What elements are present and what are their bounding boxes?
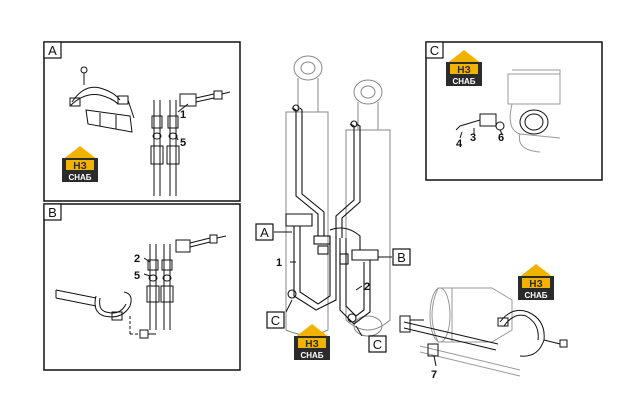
panel-c-part-3: 3 (470, 132, 476, 144)
panel-c-part-6: 6 (498, 132, 504, 144)
main-logo: НЗ СНАБ (294, 324, 330, 360)
detail-part-7: 7 (431, 369, 437, 381)
panel-b-frame (43, 203, 241, 371)
callout-c-right-letter: C (373, 337, 382, 352)
left-cylinder (285, 55, 329, 336)
panel-b-part-5: 5 (134, 270, 140, 282)
panel-c-part-4: 4 (456, 138, 463, 150)
panel-a-letter-box (43, 41, 62, 59)
main-logo-bottom: СНАБ (300, 351, 323, 360)
panel-c-letter: C (430, 43, 439, 58)
panel-b-letter-box (43, 203, 62, 221)
panel-b-letter: B (48, 205, 57, 220)
panel-c: C 4 3 6 НЗ СНАБ (425, 41, 603, 181)
panel-b: B (43, 203, 241, 371)
callout-b: B (392, 248, 411, 266)
callout-a-letter: A (260, 225, 269, 240)
callout-c-right: C (368, 335, 387, 353)
callout-a: A (255, 223, 274, 241)
right-hose-pipes (329, 120, 379, 325)
leader-c-left (285, 299, 293, 313)
left-hose-pipes (285, 104, 337, 311)
callout-c-left-letter: C (271, 313, 280, 328)
panel-a-letter: A (48, 43, 57, 58)
callout-c-left: C (266, 311, 285, 329)
panel-a-clamp (69, 66, 231, 196)
panel-b-part-2: 2 (134, 253, 140, 265)
detail-logo: НЗ СНАБ (518, 264, 554, 300)
panel-a-logo-bottom: СНАБ (68, 173, 91, 182)
leader-2 (355, 285, 363, 291)
panel-a-logo-top: НЗ (73, 161, 87, 172)
panel-a-logo: НЗ СНАБ (62, 146, 98, 182)
detail-cylinder (429, 287, 513, 343)
main-part-1: 1 (276, 257, 282, 269)
leader-c-right (355, 325, 363, 337)
detail-logo-bottom: СНАБ (524, 291, 547, 300)
detail-clamp-ring (499, 309, 545, 357)
main-part-2: 2 (364, 281, 370, 293)
panel-a: A (43, 41, 241, 202)
lower-right-detail (399, 287, 568, 377)
panel-c-logo: НЗ СНАБ (446, 50, 482, 86)
detail-logo-top: НЗ (529, 279, 543, 290)
right-cylinder (345, 79, 391, 337)
panel-a-part-5: 5 (180, 137, 186, 149)
panel-c-letter-box (425, 41, 444, 59)
panel-b-clamp (55, 234, 227, 339)
callout-b-letter: B (397, 250, 406, 265)
panel-c-logo-bottom: СНАБ (452, 77, 475, 86)
panel-c-logo-top: НЗ (457, 65, 471, 76)
panel-c-cylinder-eye (455, 69, 561, 153)
panel-a-part-1: 1 (180, 109, 186, 121)
main-logo-top: НЗ (305, 339, 319, 350)
main-assembly (274, 55, 392, 337)
